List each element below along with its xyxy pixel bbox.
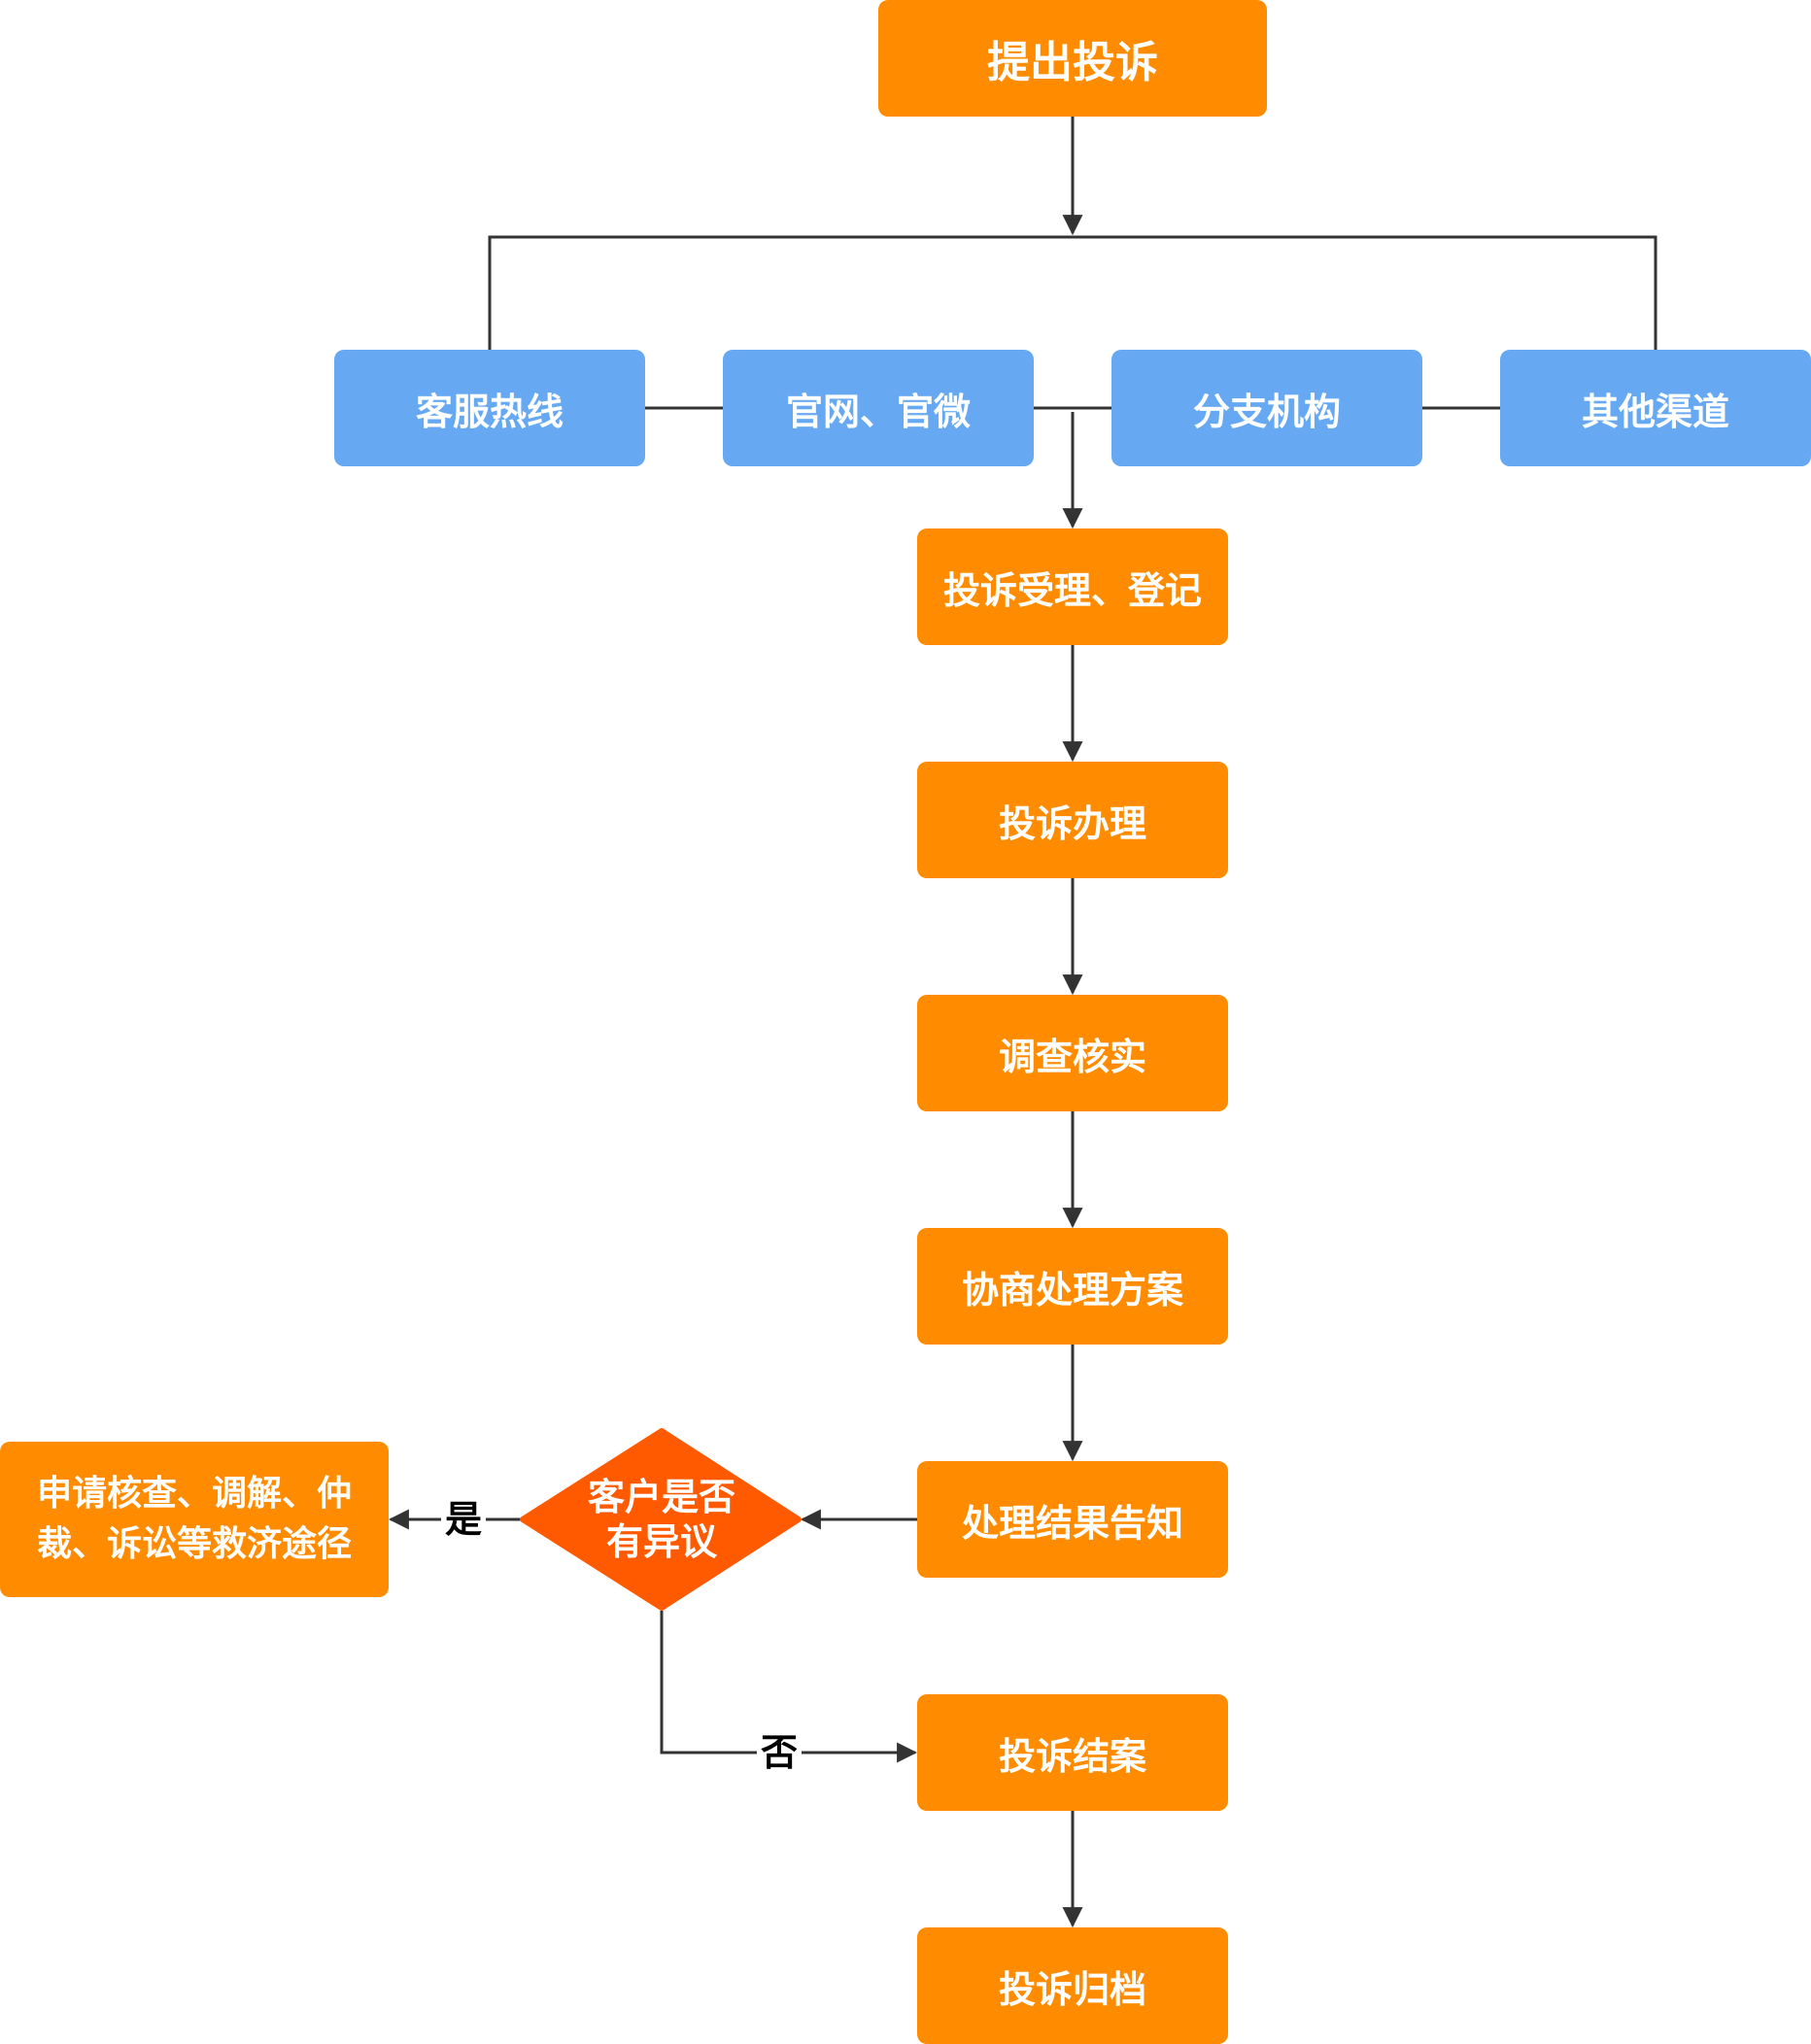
- channel-bus-line: [488, 235, 1657, 350]
- channel-website-label: 官网、官微: [785, 390, 971, 433]
- investigate-node: 调查核实: [917, 995, 1228, 1111]
- decision-diamond: [520, 1428, 802, 1611]
- close-complaint-node: 投诉结案: [917, 1694, 1228, 1811]
- decision-label: 客户是否有异议: [587, 1476, 735, 1563]
- submit-complaint-label: 提出投诉: [987, 38, 1158, 87]
- channel-branch-label: 分支机构: [1192, 390, 1341, 433]
- edge-label-no: 否: [757, 1731, 803, 1774]
- accept-register-node: 投诉受理、登记: [917, 528, 1228, 645]
- notify-result-node: 处理结果告知: [917, 1461, 1228, 1578]
- remedy-label: 申请核查、调解、仲裁、诉讼等救济途径: [36, 1474, 352, 1564]
- channel-branch-node: 分支机构: [1111, 350, 1422, 466]
- channel-other-label: 其他渠道: [1581, 390, 1729, 433]
- accept-register-label: 投诉受理、登记: [942, 568, 1202, 612]
- close-complaint-label: 投诉结案: [998, 1734, 1146, 1778]
- investigate-label: 调查核实: [998, 1035, 1146, 1078]
- channel-other-node: 其他渠道: [1500, 350, 1811, 466]
- archive-complaint-node: 投诉归档: [917, 1927, 1228, 2044]
- channel-hotline-node: 客服热线: [334, 350, 645, 466]
- notify-result-label: 处理结果告知: [961, 1501, 1183, 1545]
- remedy-node: 申请核查、调解、仲裁、诉讼等救济途径: [0, 1442, 389, 1597]
- edge-label-yes: 是: [441, 1498, 487, 1541]
- submit-complaint-node: 提出投诉: [878, 0, 1267, 117]
- negotiate-plan-label: 协商处理方案: [961, 1268, 1183, 1312]
- handle-complaint-label: 投诉办理: [998, 801, 1146, 845]
- negotiate-plan-node: 协商处理方案: [917, 1228, 1228, 1345]
- channel-hotline-label: 客服热线: [415, 390, 564, 433]
- archive-complaint-label: 投诉归档: [998, 1967, 1146, 2011]
- handle-complaint-node: 投诉办理: [917, 762, 1228, 878]
- edge-decision-to-close: [660, 1611, 918, 1763]
- channel-website-node: 官网、官微: [723, 350, 1034, 466]
